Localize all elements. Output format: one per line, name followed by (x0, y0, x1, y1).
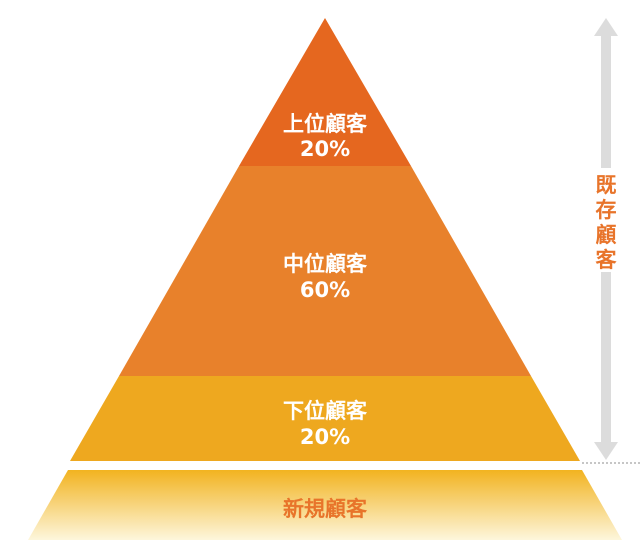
middle-tier-name: 中位顧客 (283, 252, 368, 276)
lower-tier-segment (70, 376, 580, 461)
top-tier-segment (239, 18, 411, 166)
existing-label-char-4: 客 (596, 248, 618, 272)
existing-label-char-3: 顧 (596, 223, 617, 247)
top-tier-name: 上位顧客 (283, 112, 368, 136)
top-tier-share: 20% (300, 137, 350, 161)
existing-label-char-2: 存 (596, 198, 617, 222)
existing-label-char-1: 既 (596, 173, 617, 197)
middle-tier-share: 60% (300, 278, 350, 302)
new-customers-label: 新規顧客 (283, 497, 368, 521)
middle-tier-segment (119, 166, 531, 376)
lower-tier-share: 20% (300, 425, 350, 449)
new-customers-band (28, 470, 622, 540)
lower-tier-name: 下位顧客 (283, 399, 368, 423)
